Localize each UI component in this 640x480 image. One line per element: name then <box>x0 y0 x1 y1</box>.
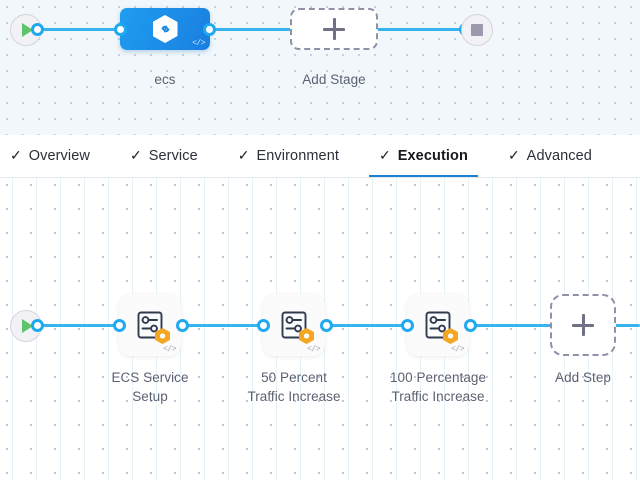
stage-label-ecs: ecs <box>154 72 176 87</box>
tab-overview[interactable]: ✓ Overview <box>10 135 90 177</box>
tab-label: Service <box>148 148 198 164</box>
connector-dot-s2-out[interactable] <box>320 319 333 332</box>
check-icon: ✓ <box>129 147 142 163</box>
connector-dot-ecs-in[interactable] <box>114 23 127 36</box>
tab-label: Execution <box>397 148 468 164</box>
connector-dot-s3-in[interactable] <box>401 319 414 332</box>
settings-sliders-icon <box>134 309 170 344</box>
step-link-s2-to-s3 <box>325 324 425 327</box>
tab-execution[interactable]: ✓ Execution <box>369 135 478 177</box>
step-link-add-to-right <box>615 324 640 327</box>
step-label-ecs-service-setup: ECS Service Setup <box>111 370 189 404</box>
add-step-button[interactable] <box>550 294 616 356</box>
step-label-100-percentage-traffic-increase: 100 Percentage Traffic Increase <box>389 370 487 404</box>
connector-dot-start-out[interactable] <box>31 23 44 36</box>
orange-hexagon-badge <box>299 328 314 344</box>
check-icon: ✓ <box>507 147 520 163</box>
settings-sliders-icon <box>278 309 314 344</box>
tab-service[interactable]: ✓ Service <box>129 135 198 177</box>
stop-icon <box>471 24 483 36</box>
step-link-start-to-s1 <box>36 324 136 327</box>
tab-label: Environment <box>256 148 339 164</box>
add-stage-button[interactable] <box>290 8 378 50</box>
tab-advanced[interactable]: ✓ Advanced <box>507 135 592 177</box>
step-label-50-percent-traffic-increase: 50 Percent Traffic Increase <box>247 370 341 404</box>
step-link-s1-to-s2 <box>182 324 282 327</box>
connector-dot-s3-out[interactable] <box>464 319 477 332</box>
stage-link-add-to-end <box>375 28 465 31</box>
hexagon-infinity-icon <box>152 15 178 43</box>
code-glyph-icon[interactable]: </> <box>192 39 205 48</box>
connector-dot-s1-out[interactable] <box>176 319 189 332</box>
stage-link-ecs-to-add <box>208 28 293 31</box>
play-icon <box>22 319 33 333</box>
check-icon: ✓ <box>237 147 250 163</box>
add-stage-label: Add Stage <box>302 72 366 87</box>
code-glyph-icon[interactable]: </> <box>307 345 320 354</box>
check-icon: ✓ <box>10 147 22 163</box>
plus-icon <box>323 18 345 40</box>
stage-canvas[interactable]: </> ecs Add Stage <box>0 0 640 135</box>
connector-dot-s2-in[interactable] <box>257 319 270 332</box>
connector-dot-ecs-out[interactable] <box>203 23 216 36</box>
execution-step-canvas[interactable]: </> ECS Service Setup </> 50 Percent Tra… <box>0 178 640 480</box>
stage-node-ecs[interactable]: </> <box>120 8 210 50</box>
stage-link-start-to-ecs <box>36 28 126 31</box>
stage-config-tab-bar[interactable]: ✓ Overview ✓ Service ✓ Environment ✓ Exe… <box>0 135 640 178</box>
check-icon: ✓ <box>379 147 391 163</box>
connector-dot-exec-start-out[interactable] <box>31 319 44 332</box>
step-link-s3-to-add <box>470 324 555 327</box>
play-icon <box>22 23 33 37</box>
code-glyph-icon[interactable]: </> <box>163 345 176 354</box>
pipeline-end-node[interactable] <box>461 14 493 46</box>
connector-dot-s1-in[interactable] <box>113 319 126 332</box>
tab-label: Advanced <box>526 148 592 164</box>
orange-hexagon-badge <box>443 328 458 344</box>
step-node-100-percentage-traffic-increase[interactable]: </> <box>407 294 469 356</box>
tab-label: Overview <box>28 148 90 164</box>
step-node-ecs-service-setup[interactable]: </> <box>119 294 181 356</box>
orange-hexagon-badge <box>155 328 170 344</box>
add-step-label: Add Step <box>555 370 611 385</box>
step-node-50-percent-traffic-increase[interactable]: </> <box>263 294 325 356</box>
plus-icon <box>572 314 594 336</box>
code-glyph-icon[interactable]: </> <box>451 345 464 354</box>
tab-environment[interactable]: ✓ Environment <box>237 135 339 177</box>
settings-sliders-icon <box>422 309 458 344</box>
